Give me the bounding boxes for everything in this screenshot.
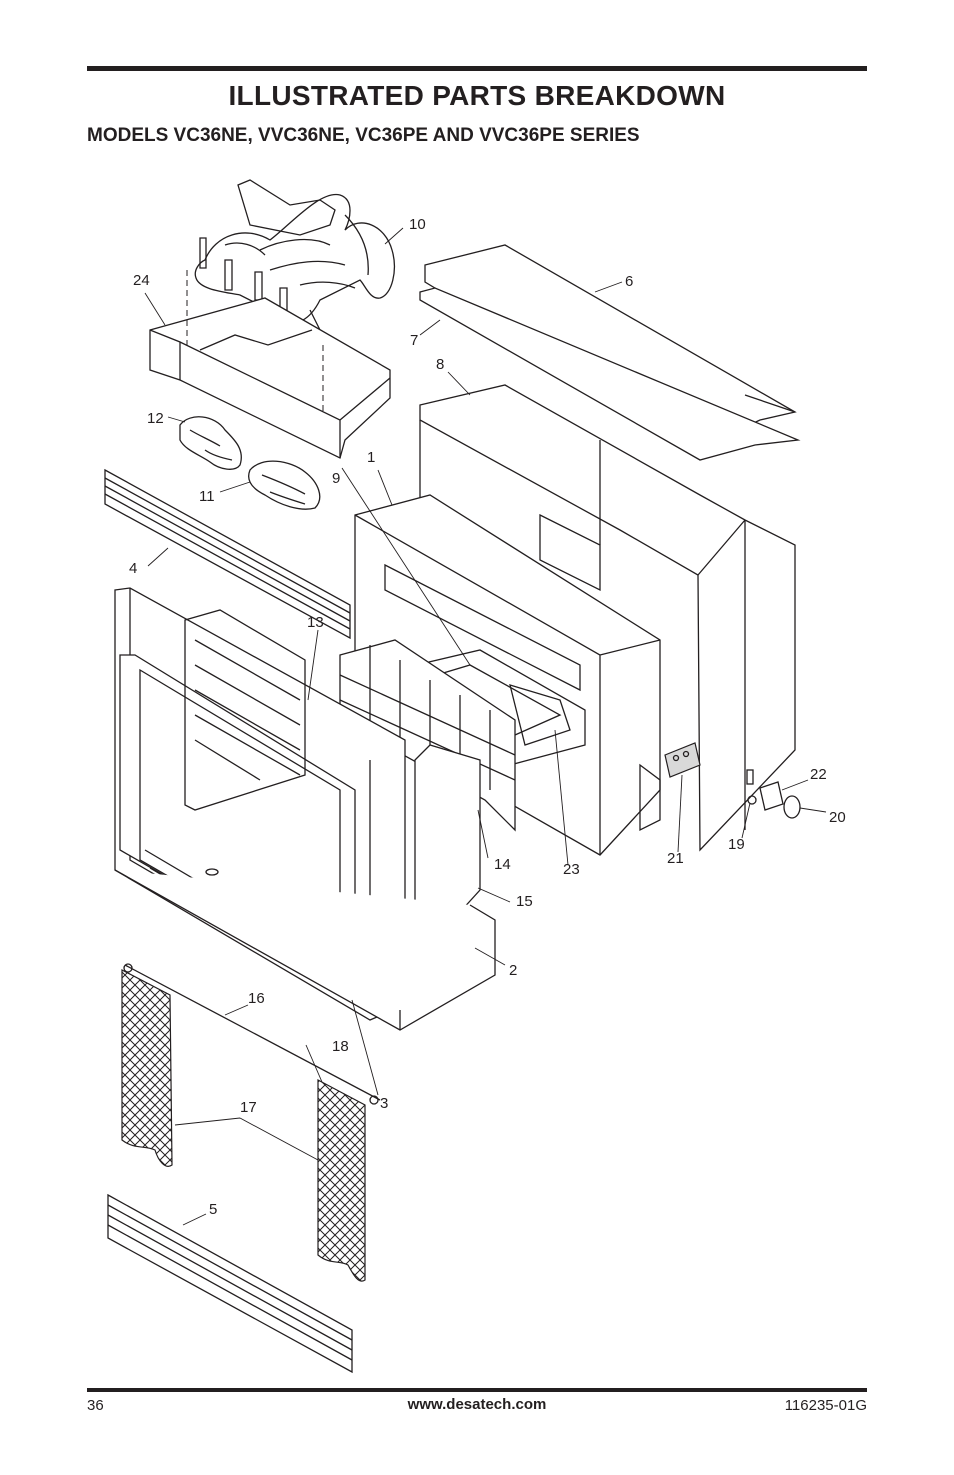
callout-16: 16 <box>248 990 265 1007</box>
callout-17: 17 <box>240 1099 257 1116</box>
callout-11: 11 <box>199 488 215 505</box>
top-panels <box>419 244 801 461</box>
grate-base <box>149 270 391 459</box>
small-logs <box>179 416 321 510</box>
footer-rule <box>87 1388 867 1392</box>
page-number: 36 <box>87 1397 104 1414</box>
website-link[interactable]: www.desatech.com <box>407 1396 547 1413</box>
control-parts <box>664 742 801 819</box>
front-frame <box>114 587 496 1031</box>
callout-12: 12 <box>147 410 164 427</box>
callout-7: 7 <box>410 332 418 349</box>
callout-21: 21 <box>667 850 684 867</box>
louver-top <box>104 468 351 640</box>
callout-6: 6 <box>625 273 633 290</box>
callout-13: 13 <box>307 614 324 631</box>
callout-9: 9 <box>332 470 340 487</box>
callout-20: 20 <box>829 809 846 826</box>
page-title: ILLUSTRATED PARTS BREAKDOWN <box>228 80 726 111</box>
header-rule <box>87 66 867 71</box>
leader-lines <box>144 227 827 1226</box>
callout-18: 18 <box>332 1038 349 1055</box>
callout-23: 23 <box>563 861 580 878</box>
exploded-parts-diagram: 1 2 3 4 5 6 7 8 9 10 11 12 13 14 15 16 1… <box>104 179 846 1374</box>
callout-19: 19 <box>728 836 745 853</box>
callout-22: 22 <box>810 766 827 783</box>
log-set <box>194 179 395 346</box>
callout-3: 3 <box>380 1095 388 1112</box>
louver-bottom <box>107 1193 353 1374</box>
callout-15: 15 <box>516 893 533 910</box>
callout-2: 2 <box>509 962 517 979</box>
callout-10: 10 <box>409 216 426 233</box>
callout-8: 8 <box>436 356 444 373</box>
screen-curtains <box>121 963 381 1282</box>
callout-14: 14 <box>494 856 511 873</box>
outer-casing <box>419 384 796 852</box>
callout-labels: 1 2 3 4 5 6 7 8 9 10 11 12 13 14 15 16 1… <box>129 216 846 1218</box>
callout-1: 1 <box>367 449 375 466</box>
callout-5: 5 <box>209 1201 217 1218</box>
callout-4: 4 <box>129 560 137 577</box>
document-number: 116235-01G <box>784 1397 867 1414</box>
callout-24: 24 <box>133 272 150 289</box>
page-subtitle: MODELS VC36NE, VVC36NE, VC36PE AND VVC36… <box>87 125 640 146</box>
